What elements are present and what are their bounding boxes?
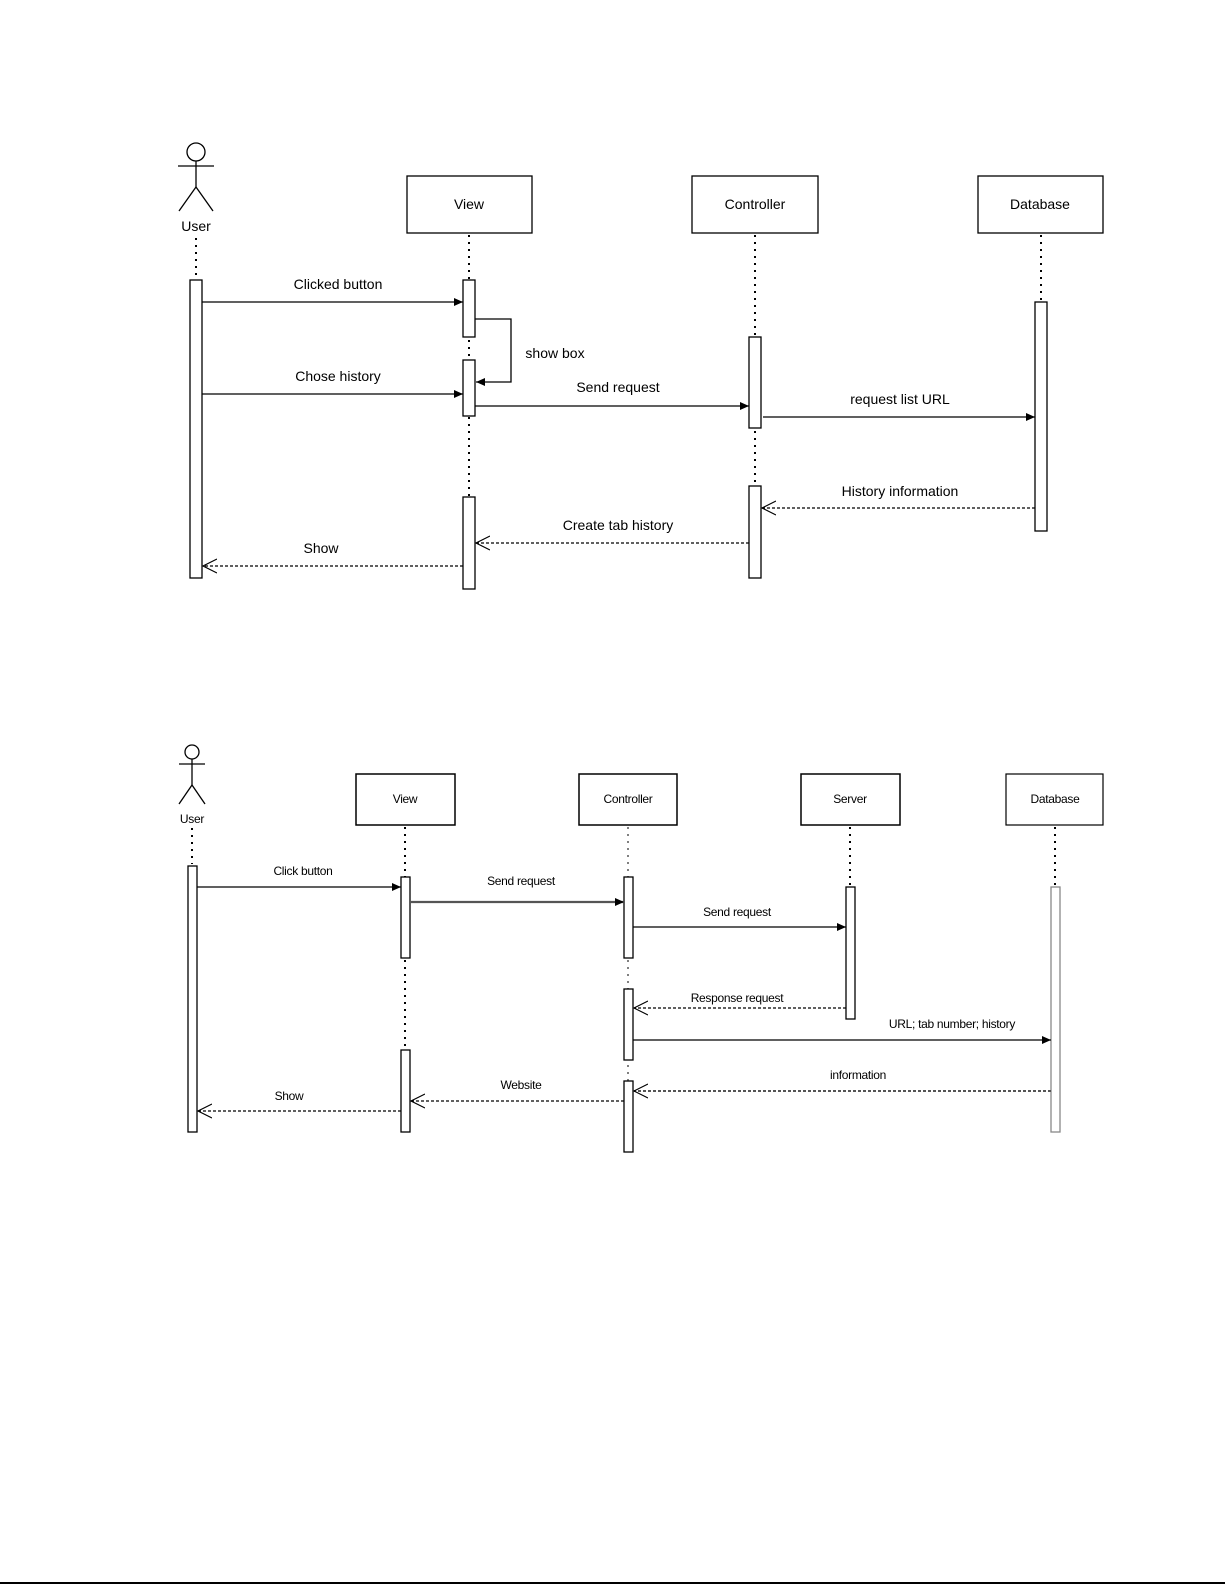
actor-user-icon [178, 142, 214, 212]
message-label: Send request [703, 905, 772, 919]
participant-database [977, 175, 1104, 234]
activation-user [187, 865, 198, 1133]
participant-view-label: View [393, 792, 418, 806]
participant-database-label: Database [1010, 196, 1070, 212]
diagram-1: User View Controller Database Clicked bu… [178, 142, 1104, 590]
activation-controller [748, 336, 762, 429]
message-label: Chose history [295, 368, 381, 384]
message-label: show box [525, 345, 584, 361]
message-label: Click button [273, 864, 332, 878]
activation-view [462, 279, 476, 338]
message-label: Create tab history [563, 517, 674, 533]
message-label: Send request [576, 379, 659, 395]
participant-user-label: User [180, 812, 204, 826]
message-label: information [830, 1068, 886, 1082]
participant-view [406, 175, 533, 234]
participant-controller-label: Controller [725, 196, 786, 212]
participant-controller [578, 773, 678, 826]
participant-view-label: View [454, 196, 485, 212]
message-label: URL; tab number; history [889, 1017, 1015, 1031]
participant-controller-label: Controller [603, 792, 652, 806]
activation-controller [623, 1080, 634, 1153]
message-label: Send request [487, 874, 556, 888]
participant-server [800, 773, 901, 826]
participant-server-label: Server [833, 792, 867, 806]
participant-view [355, 773, 456, 826]
message-label: Website [500, 1078, 542, 1092]
activation-view [400, 1049, 411, 1133]
activation-view [462, 359, 476, 417]
activation-database [1050, 886, 1061, 1133]
participant-controller [691, 175, 819, 234]
activation-controller [623, 988, 634, 1061]
self-message-arrow [475, 318, 512, 386]
message-label: Clicked button [294, 276, 383, 292]
participant-database [1005, 773, 1104, 826]
participant-database-label: Database [1031, 792, 1081, 806]
message-label: Show [275, 1089, 304, 1103]
activation-view [462, 496, 476, 590]
message-label: Show [303, 540, 339, 556]
message-label: Response request [691, 991, 785, 1005]
participant-user-label: User [181, 218, 211, 234]
actor-user-icon [178, 744, 206, 805]
activation-view [400, 876, 411, 959]
activation-database [1034, 301, 1048, 532]
activation-controller [623, 876, 634, 959]
activation-server [845, 886, 856, 1020]
activation-user [189, 279, 203, 579]
message-label: request list URL [850, 391, 950, 407]
message-label: History information [842, 483, 959, 499]
activation-controller [748, 485, 762, 579]
diagram-2: User View Controller Server Database Cli… [178, 744, 1104, 1153]
